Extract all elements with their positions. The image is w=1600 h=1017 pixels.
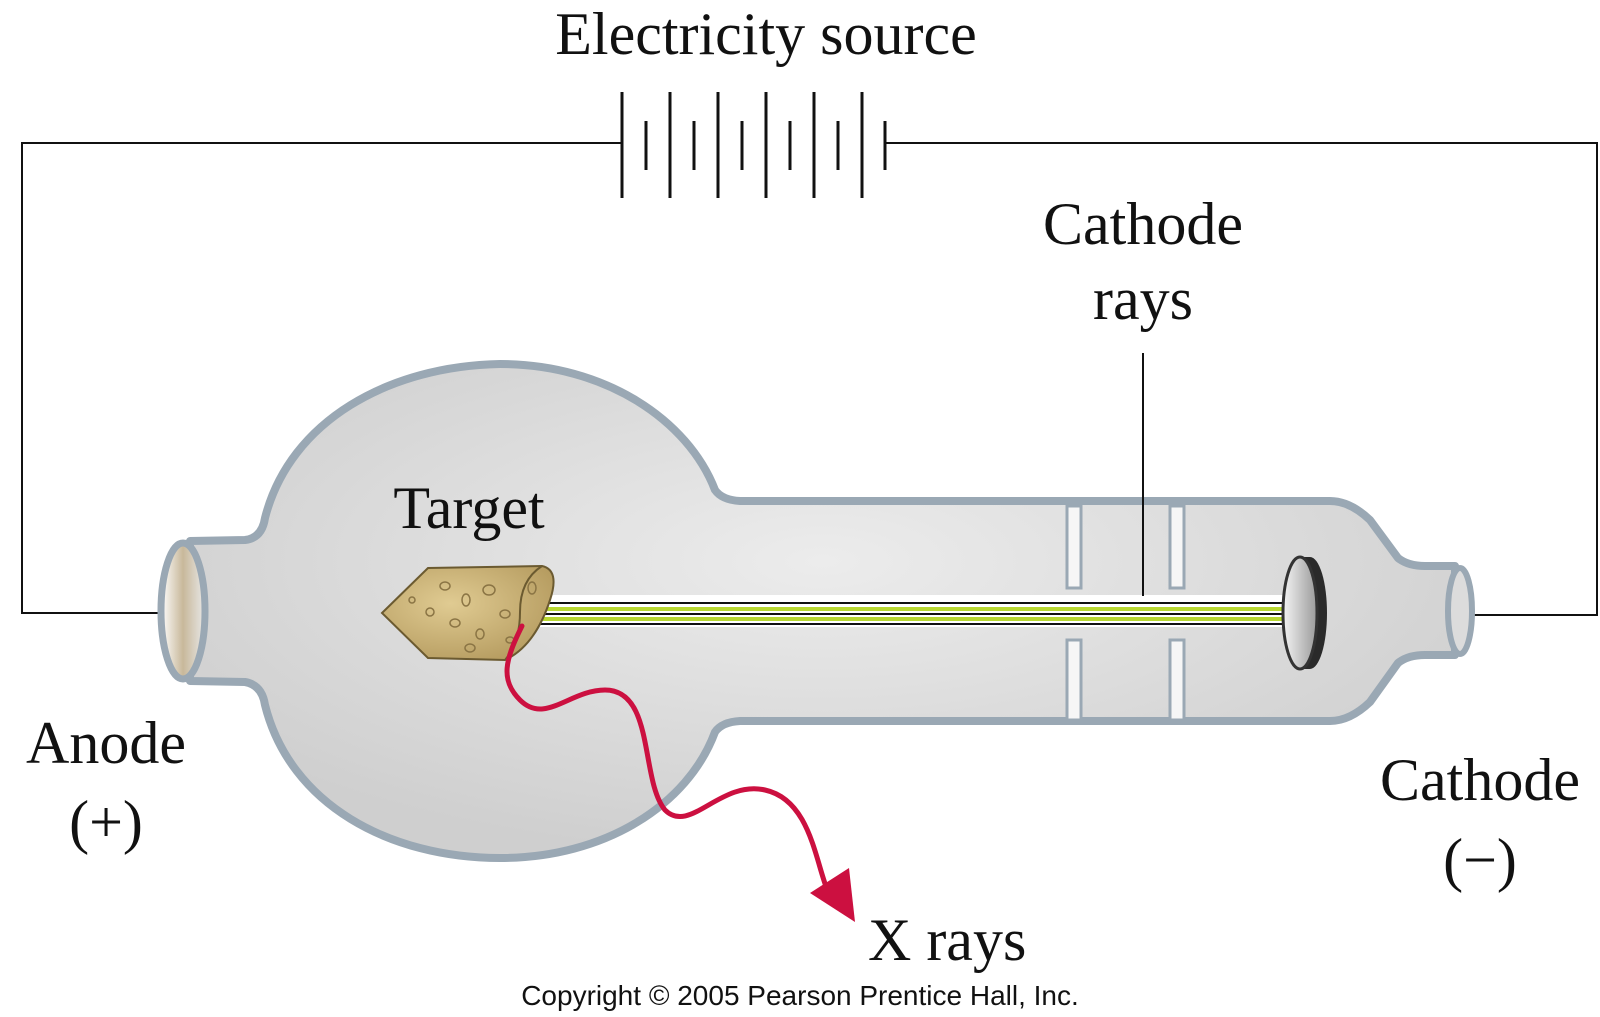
copyright-text: Copyright © 2005 Pearson Prentice Hall, … [521,980,1079,1011]
cathode-ray-beam [540,595,1310,627]
cathode-port [1445,565,1475,657]
anode-port [157,539,209,683]
cathode-rays-label-line1: Cathode [1043,191,1243,257]
cathode-sign: (−) [1443,827,1517,893]
anode-label: Anode [26,710,186,776]
x-rays-label: X rays [868,907,1026,973]
cathode-label: Cathode [1380,747,1580,813]
cathode-disk [1281,555,1327,671]
x-ray-arrow [504,623,855,922]
collimator-slits [1065,504,1186,722]
battery-icon [620,92,887,198]
cathode-rays-label-line2: rays [1093,266,1193,332]
anode-sign: (+) [69,789,143,855]
electricity-source-label: Electricity source [555,1,976,67]
target-anode [380,564,555,662]
target-label: Target [393,475,545,541]
